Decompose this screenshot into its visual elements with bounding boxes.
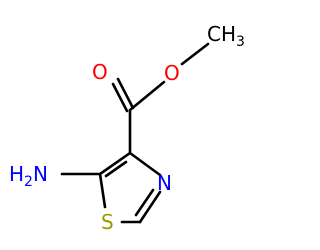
bond-c4-n3: [128, 151, 162, 177]
bond-c-o-double-2: [116, 77, 135, 110]
atom-oxygen-ether: O: [164, 61, 180, 85]
bond-c-o-ether: [128, 80, 166, 112]
atom-ring-sulfur: S: [101, 210, 114, 234]
bond-n3-c2-inner: [134, 188, 155, 217]
atom-methyl-subscript: 3: [236, 34, 245, 50]
bond-c4-c5: [98, 151, 132, 176]
atom-methyl: CH3: [207, 22, 245, 50]
atom-amine-subscript: 2: [24, 174, 33, 190]
atom-ring-nitrogen: N: [157, 171, 172, 195]
bond-c4-c5-inner: [104, 160, 128, 178]
atom-oxygen-carbonyl: O: [92, 60, 108, 84]
bond-o-methyl: [180, 42, 210, 66]
bond-s1-c5: [98, 172, 107, 209]
structure-diagram: CH3 O O H2N N S: [9, 22, 245, 234]
atom-amine: H2N: [9, 162, 48, 190]
bond-n3-c2-outer: [138, 190, 162, 224]
bond-c-o-double-1: [111, 82, 129, 113]
